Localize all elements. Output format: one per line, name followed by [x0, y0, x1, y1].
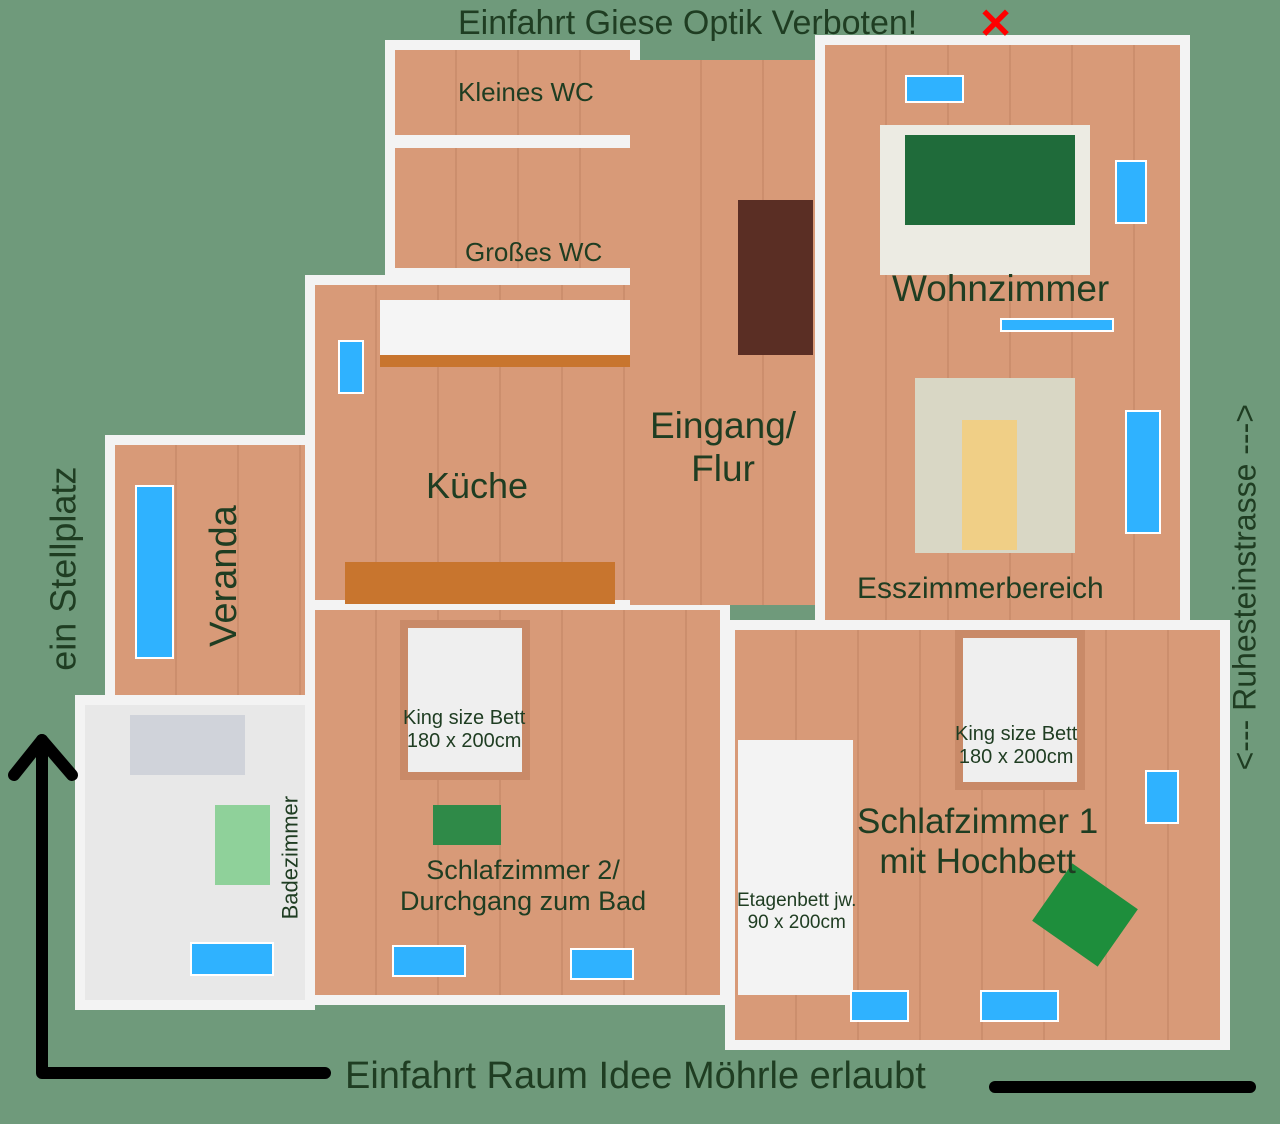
kitchen-counter-2	[345, 562, 615, 604]
bed-label-line2: 180 x 200cm	[958, 746, 1074, 768]
window	[1145, 770, 1179, 824]
window	[392, 945, 466, 977]
window	[905, 75, 964, 103]
forbidden-x-icon: ✕	[978, 0, 1014, 47]
bed-label-line1: King size Bett	[955, 723, 1078, 745]
label-eingang-line2: Flur	[691, 447, 755, 489]
label-schlafzimmer-2: Schlafzimmer 2/ Durchgang zum Bad	[400, 855, 646, 917]
window	[1125, 410, 1161, 534]
window	[850, 990, 909, 1022]
bunk-bed	[738, 740, 853, 995]
label-schlaf2-line1: Schlafzimmer 2/	[426, 855, 620, 885]
window	[190, 942, 274, 976]
window	[338, 340, 364, 394]
king-bed-2	[400, 620, 530, 780]
window	[1115, 160, 1147, 224]
label-king-bed-2: King size Bett 180 x 200cm	[403, 707, 525, 753]
bathtub	[130, 715, 245, 775]
label-schlafzimmer-1: Schlafzimmer 1 mit Hochbett	[857, 802, 1098, 883]
king-bed-1	[955, 630, 1085, 790]
label-esszimmer: Esszimmerbereich	[857, 572, 1104, 605]
label-schlaf1-line2: mit Hochbett	[879, 842, 1076, 882]
dining-table	[962, 420, 1017, 550]
kitchen-counter	[380, 300, 630, 367]
bed-label-line1: King size Bett	[403, 707, 526, 729]
bed-label-line2: 180 x 200cm	[406, 730, 522, 752]
window	[1000, 318, 1114, 332]
top-label: Einfahrt Giese Optik Verboten!	[458, 4, 918, 42]
label-schlaf2-line2: Durchgang zum Bad	[400, 886, 647, 917]
label-wohnzimmer: Wohnzimmer	[892, 268, 1110, 309]
rug-green	[433, 805, 501, 845]
bed-label-line1: Etagenbett jw.	[737, 890, 857, 911]
label-bunk-bed: Etagenbett jw. 90 x 200cm	[737, 890, 856, 934]
wardrobe	[738, 200, 813, 355]
window	[570, 948, 634, 980]
label-kleines-wc: Kleines WC	[458, 77, 594, 107]
label-eingang: Eingang/ Flur	[650, 405, 796, 490]
label-kueche: Küche	[426, 465, 529, 506]
room-kleines-wc	[385, 40, 640, 145]
bottom-label: Einfahrt Raum Idee Möhrle erlaubt	[345, 1055, 926, 1097]
window	[980, 990, 1059, 1022]
label-king-bed-1: King size Bett 180 x 200cm	[955, 723, 1077, 769]
label-schlaf1-line1: Schlafzimmer 1	[857, 802, 1099, 841]
label-grosses-wc: Großes WC	[465, 237, 603, 267]
sofa	[905, 135, 1075, 225]
bed-label-line2: 90 x 200cm	[747, 911, 846, 933]
bath-mat	[215, 805, 270, 885]
label-eingang-line1: Eingang/	[650, 405, 797, 446]
window	[135, 485, 174, 659]
